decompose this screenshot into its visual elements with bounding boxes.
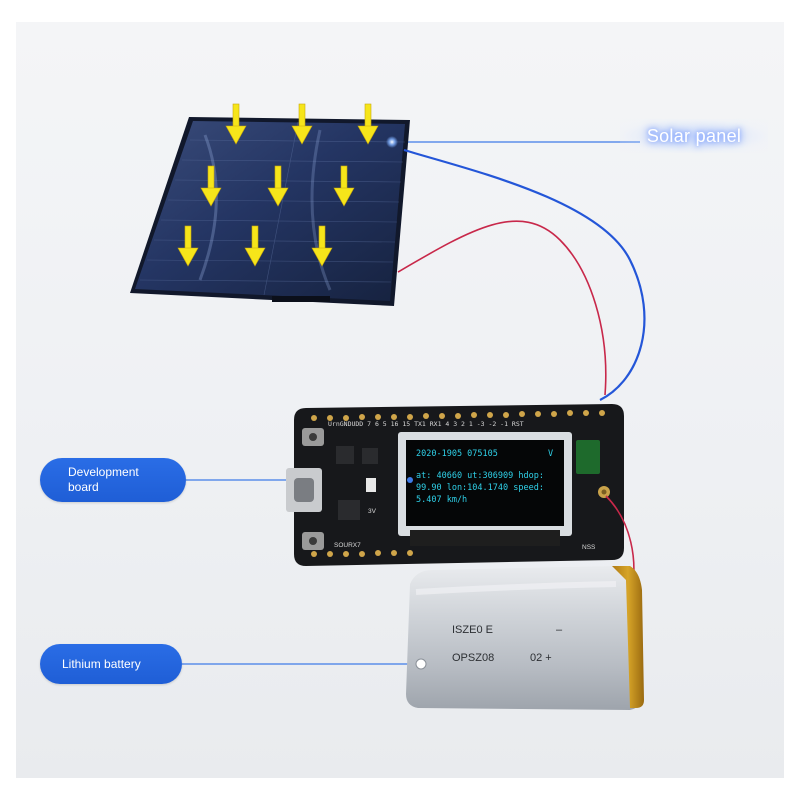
development-board-callout: Development board [40, 458, 186, 502]
solar-panel [130, 117, 410, 306]
battery-line-1: ISZE0 E [452, 624, 493, 636]
lithium-battery-label: Lithium battery [62, 656, 141, 671]
sunlight-arrows [177, 103, 379, 267]
development-board-label: Development board [68, 465, 139, 494]
board-left-label: SOURX7 [334, 542, 361, 549]
board-nss-label: NSS [582, 544, 596, 551]
board-leader-dot [407, 477, 413, 483]
oled-flag: V [548, 449, 554, 459]
lithium-battery-callout: Lithium battery [40, 644, 182, 684]
battery-line-2-right: 02 + [530, 652, 552, 664]
oled-line-2: at: 40660 ut:306909 hdop: [416, 471, 544, 481]
solar-panel-label: Solar panel [620, 119, 768, 153]
board-pin-labels: UrnGNDUDD 7 6 5 16 15 TX1 RX1 4 3 2 1 -3… [328, 420, 524, 428]
oled-line-4: 5.407 km/h [416, 495, 468, 505]
oled-line-1: 2020-1905 075105 [416, 449, 498, 459]
lithium-battery [406, 566, 644, 710]
board-right-label: 3V [368, 508, 376, 515]
red-wire [397, 220, 607, 396]
oled-line-3: 99.90 lon:104.1740 speed: [416, 483, 544, 493]
battery-line-2: OPSZ08 [452, 652, 495, 664]
development-board [286, 404, 624, 566]
solar-leader-dot [386, 136, 398, 148]
battery-line-1-right: – [556, 624, 563, 636]
battery-leader-dot [415, 658, 427, 670]
blue-wire [403, 148, 646, 401]
